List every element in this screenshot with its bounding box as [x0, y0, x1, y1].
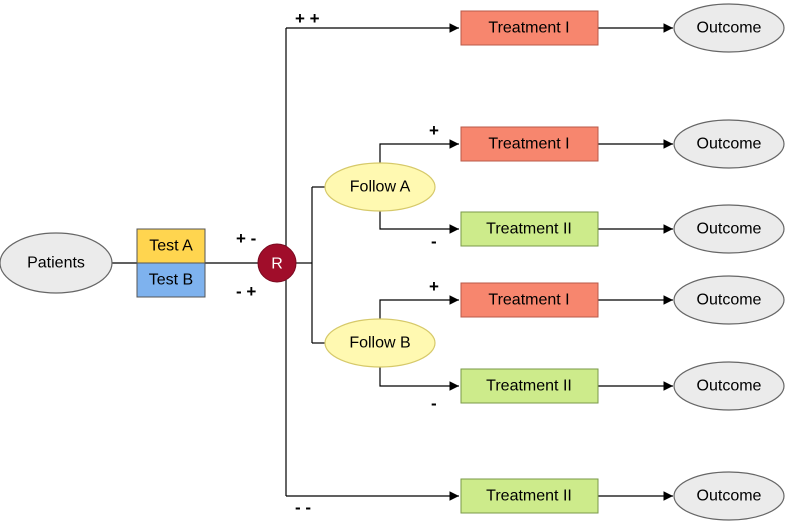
treatment-box-6 — [460, 478, 599, 514]
outcome-label-3: Outcome — [697, 221, 762, 238]
outcome-ellipse-1 — [673, 3, 785, 53]
outcome-ellipse-3 — [673, 204, 785, 254]
test-a-box — [136, 228, 206, 264]
outcome-label-4: Outcome — [697, 292, 762, 309]
treatment-label-2: Treatment I — [488, 136, 569, 153]
arrow-follow-a-plus — [379, 139, 459, 163]
follow-a-label: Follow A — [350, 179, 411, 196]
treatment-label-3: Treatment II — [486, 221, 572, 238]
treatment-box-5 — [460, 368, 599, 404]
outcome-node-6: Outcome — [673, 471, 785, 521]
treatment-label-1: Treatment I — [488, 20, 569, 37]
outcome-ellipse-6 — [673, 471, 785, 521]
treatment-node-5: Treatment II — [460, 368, 599, 404]
randomize-circle — [257, 243, 297, 283]
sign-follow-b-minus: - — [431, 394, 437, 413]
sign-plus-minus: + - — [236, 229, 256, 248]
outcome-node-2: Outcome — [673, 119, 785, 169]
outcome-node-4: Outcome — [673, 275, 785, 325]
follow-a-ellipse — [324, 162, 436, 212]
outcome-label-2: Outcome — [697, 136, 762, 153]
patients-label: Patients — [27, 255, 85, 272]
sign-minus-minus: - - — [295, 498, 311, 517]
treatment-label-4: Treatment I — [488, 292, 569, 309]
outcome-ellipse-5 — [673, 361, 785, 411]
outcome-ellipse-2 — [673, 119, 785, 169]
outcome-ellipse-4 — [673, 275, 785, 325]
randomize-node: R — [257, 243, 297, 283]
outcome-label-6: Outcome — [697, 488, 762, 505]
sign-plus-plus: + + — [295, 9, 320, 28]
sign-minus-plus: - + — [236, 282, 256, 301]
treatment-node-1: Treatment I — [460, 10, 599, 46]
treatment-node-2: Treatment I — [460, 126, 599, 162]
sign-labels: + + + - - + - - + - + - — [236, 9, 439, 517]
follow-b-label: Follow B — [349, 335, 410, 352]
follow-a-node: Follow A — [324, 162, 436, 212]
treatment-node-3: Treatment II — [460, 211, 599, 247]
outcome-label-5: Outcome — [697, 378, 762, 395]
sign-follow-a-plus: + — [429, 121, 439, 140]
treatment-label-5: Treatment II — [486, 378, 572, 395]
treatment-box-4 — [460, 282, 599, 318]
sign-follow-b-plus: + — [429, 277, 439, 296]
outcome-node-3: Outcome — [673, 204, 785, 254]
arrow-follow-a-minus — [379, 211, 459, 234]
follow-b-ellipse — [324, 318, 436, 368]
treatment-box-1 — [460, 10, 599, 46]
outcome-node-5: Outcome — [673, 361, 785, 411]
treatment-box-3 — [460, 211, 599, 247]
outcome-label-1: Outcome — [697, 20, 762, 37]
test-a-label: Test A — [149, 238, 193, 255]
follow-b-node: Follow B — [324, 318, 436, 368]
treatment-node-6: Treatment II — [460, 478, 599, 514]
treatment-label-6: Treatment II — [486, 488, 572, 505]
arrow-follow-b-minus — [379, 367, 459, 391]
test-a-node: Test A — [136, 228, 206, 264]
test-b-box — [136, 262, 206, 298]
sign-follow-a-minus: - — [431, 232, 437, 251]
test-b-node: Test B — [136, 262, 206, 298]
patients-node: Patients — [0, 232, 113, 294]
arrow-follow-b-plus — [379, 295, 459, 319]
patients-ellipse — [0, 232, 113, 294]
test-b-label: Test B — [149, 272, 193, 289]
randomize-label: R — [271, 256, 283, 273]
outcome-node-1: Outcome — [673, 3, 785, 53]
treatment-box-2 — [460, 126, 599, 162]
treatment-node-4: Treatment I — [460, 282, 599, 318]
